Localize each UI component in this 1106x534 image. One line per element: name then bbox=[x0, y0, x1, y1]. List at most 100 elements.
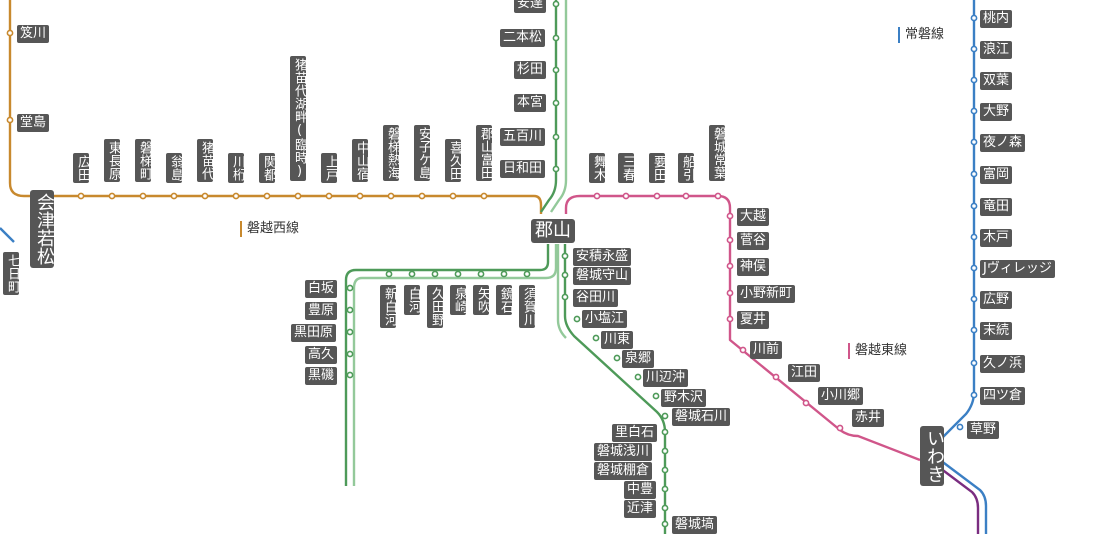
station-label: 小野新町 bbox=[737, 285, 796, 303]
station-label: 双葉 bbox=[980, 72, 1013, 90]
station-label: 喜久田 bbox=[445, 139, 462, 182]
station-label: 富岡 bbox=[980, 166, 1013, 184]
station-dot bbox=[661, 428, 669, 436]
station-label: 高久 bbox=[305, 346, 338, 364]
station-dot bbox=[970, 14, 978, 22]
station-label: 黒田原 bbox=[291, 324, 337, 342]
station-label: 安達 bbox=[514, 0, 547, 13]
station-label: 要田 bbox=[649, 153, 666, 183]
station-label: 舞木 bbox=[589, 153, 606, 183]
station-label: 川東 bbox=[601, 331, 634, 349]
station-dot bbox=[970, 107, 978, 115]
tohoku-main-north-line-2 bbox=[550, 0, 568, 213]
station-label: 堂島 bbox=[17, 114, 50, 132]
hub-aizuwakamatsu: 会津若松 bbox=[30, 190, 55, 268]
station-dot bbox=[387, 192, 395, 200]
station-label: 広野 bbox=[980, 291, 1013, 309]
station-label: 浪江 bbox=[980, 41, 1013, 59]
station-dot bbox=[356, 192, 364, 200]
station-label: 川辺沖 bbox=[643, 369, 689, 387]
banetsu-east-line bbox=[564, 194, 921, 462]
tadami-line-fragment bbox=[0, 227, 15, 243]
station-label: 小塩江 bbox=[582, 310, 628, 328]
station-dot bbox=[726, 236, 734, 244]
station-label: 矢吹 bbox=[473, 285, 490, 315]
station-dot bbox=[477, 270, 485, 278]
station-dot bbox=[346, 350, 354, 358]
station-dot bbox=[593, 192, 601, 200]
station-dot bbox=[970, 202, 978, 210]
station-dot bbox=[661, 504, 669, 512]
station-dot bbox=[552, 66, 560, 74]
station-label: 草野 bbox=[967, 421, 1000, 439]
station-dot bbox=[552, 165, 560, 173]
station-label: 東長原 bbox=[104, 139, 121, 182]
station-label: 白河 bbox=[404, 285, 421, 315]
tohoku-main-south-horizontal-2 bbox=[352, 244, 558, 486]
station-label: 五百川 bbox=[500, 128, 546, 146]
station-label: 夜ノ森 bbox=[980, 134, 1026, 152]
station-dot bbox=[232, 192, 240, 200]
station-dot bbox=[956, 423, 964, 431]
station-label: Jヴィレッジ bbox=[980, 260, 1055, 278]
station-label: 磐城棚倉 bbox=[594, 462, 653, 480]
banetsu-west-line bbox=[8, 0, 543, 214]
station-dot bbox=[523, 270, 531, 278]
station-label: 里白石 bbox=[612, 424, 658, 442]
station-label: 新白河 bbox=[380, 285, 397, 328]
station-label: 川前 bbox=[750, 341, 783, 359]
station-label: 磐梯熱海 bbox=[383, 125, 400, 181]
station-label: 菅谷 bbox=[737, 232, 770, 250]
station-dot bbox=[346, 328, 354, 336]
station-dot bbox=[726, 289, 734, 297]
station-dot bbox=[592, 334, 600, 342]
station-dot bbox=[385, 270, 393, 278]
station-dot bbox=[561, 271, 569, 279]
station-label: 小川郷 bbox=[818, 387, 864, 405]
station-dot bbox=[970, 391, 978, 399]
station-dot bbox=[480, 192, 488, 200]
station-dot bbox=[139, 192, 147, 200]
station-dot bbox=[6, 29, 14, 37]
joban-line-south bbox=[939, 459, 988, 534]
station-dot bbox=[561, 293, 569, 301]
station-dot bbox=[294, 192, 302, 200]
legend-joban: 常磐線 bbox=[898, 27, 944, 43]
hub-koriyama: 郡山 bbox=[531, 219, 575, 243]
station-label: 関都 bbox=[259, 153, 276, 183]
station-label: 夏井 bbox=[737, 311, 770, 329]
station-label: 四ツ倉 bbox=[980, 387, 1026, 405]
station-label: 二本松 bbox=[500, 29, 546, 47]
station-label: 久ノ浜 bbox=[980, 355, 1026, 373]
station-label: 末続 bbox=[980, 322, 1013, 340]
station-dot bbox=[6, 116, 14, 124]
station-label: 三春 bbox=[618, 153, 635, 183]
suigun-line bbox=[563, 244, 667, 534]
station-dots bbox=[6, 0, 978, 528]
station-label: 泉郷 bbox=[622, 350, 655, 368]
station-label: 久田野 bbox=[427, 285, 444, 328]
station-dot bbox=[970, 295, 978, 303]
station-label: 磐城石川 bbox=[672, 408, 731, 426]
station-label: 黒磯 bbox=[305, 367, 338, 385]
station-dot bbox=[552, 99, 560, 107]
station-dot bbox=[500, 270, 508, 278]
station-label: 泉崎 bbox=[450, 285, 467, 315]
station-label: 須賀川 bbox=[519, 285, 536, 328]
station-dot bbox=[552, 133, 560, 141]
station-dot bbox=[772, 373, 780, 381]
station-dot bbox=[836, 424, 844, 432]
tohoku-main-south-horizontal bbox=[344, 244, 550, 486]
station-label: 笈川 bbox=[17, 25, 50, 43]
station-label: 白坂 bbox=[305, 280, 338, 298]
station-label: 中山宿 bbox=[352, 139, 369, 182]
station-label: 本宮 bbox=[514, 94, 547, 112]
station-dot bbox=[970, 45, 978, 53]
station-dot bbox=[970, 76, 978, 84]
station-dot bbox=[418, 192, 426, 200]
station-dot bbox=[661, 466, 669, 474]
station-dot bbox=[970, 138, 978, 146]
station-dot bbox=[661, 447, 669, 455]
station-dot bbox=[652, 392, 660, 400]
